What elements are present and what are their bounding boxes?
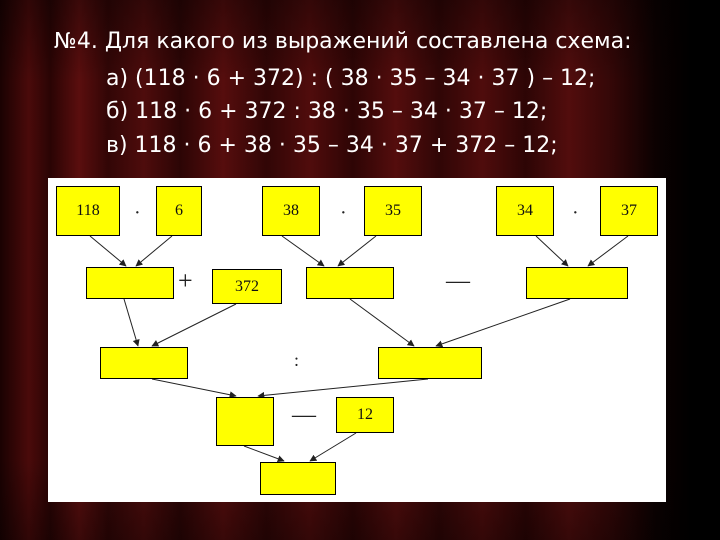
value-34: 34 xyxy=(517,202,533,219)
box-372: 372 xyxy=(212,269,282,304)
arrow-38 xyxy=(281,235,325,267)
arrow-difference xyxy=(257,378,429,399)
arrow-6 xyxy=(135,235,173,267)
arrow-sum xyxy=(151,378,237,399)
arrow-35 xyxy=(337,235,377,267)
box-product-3 xyxy=(526,267,628,299)
box-12: 12 xyxy=(336,397,394,433)
box-35: 35 xyxy=(364,186,422,236)
box-quotient xyxy=(216,397,274,446)
value-118: 118 xyxy=(76,202,100,219)
box-118: 118 xyxy=(56,186,120,236)
option-b: б) 118 · 6 + 372 : 38 · 35 – 34 · 37 – 1… xyxy=(106,99,548,124)
arrow-12 xyxy=(309,432,357,462)
value-12: 12 xyxy=(357,406,373,423)
arrow-118 xyxy=(89,235,127,267)
scheme-arrows xyxy=(89,235,629,463)
op-multiply-2: · xyxy=(340,202,347,224)
value-37: 37 xyxy=(621,202,637,219)
task-title: №4. Для какого из выражений составлена с… xyxy=(54,29,632,54)
box-result xyxy=(260,462,336,495)
arrow-product1 xyxy=(123,298,140,347)
box-6: 6 xyxy=(156,186,202,236)
op-multiply-3: · xyxy=(572,202,579,224)
option-a: а) (118 · 6 + 372) : ( 38 · 35 – 34 · 37… xyxy=(106,66,596,91)
value-35: 35 xyxy=(385,202,401,219)
box-difference xyxy=(378,347,482,379)
arrow-product3 xyxy=(435,298,571,348)
arrow-372 xyxy=(151,303,237,347)
value-6: 6 xyxy=(175,202,183,219)
box-product-1 xyxy=(86,267,174,299)
task-text: №4. Для какого из выражений составлена с… xyxy=(0,0,720,180)
value-38: 38 xyxy=(283,202,299,219)
op-multiply-1: · xyxy=(134,202,141,224)
option-c: в) 118 · 6 + 38 · 35 – 34 · 37 + 372 – 1… xyxy=(106,133,558,158)
box-38: 38 xyxy=(262,186,320,236)
arrow-34 xyxy=(535,235,569,267)
value-372: 372 xyxy=(235,277,259,295)
op-plus: + xyxy=(178,266,193,295)
arrow-product2 xyxy=(349,298,415,347)
op-minus-2: — xyxy=(292,402,316,428)
arrow-37 xyxy=(587,235,629,267)
box-sum xyxy=(100,347,188,379)
op-divide: : xyxy=(294,350,300,370)
box-37: 37 xyxy=(600,186,658,236)
scheme-panel: 118 6 38 35 34 37 372 12 · · · + — : — xyxy=(48,178,666,502)
box-34: 34 xyxy=(496,186,554,236)
box-product-2 xyxy=(306,267,394,299)
op-minus-1: — xyxy=(446,268,470,294)
arrow-quotient xyxy=(243,445,285,463)
